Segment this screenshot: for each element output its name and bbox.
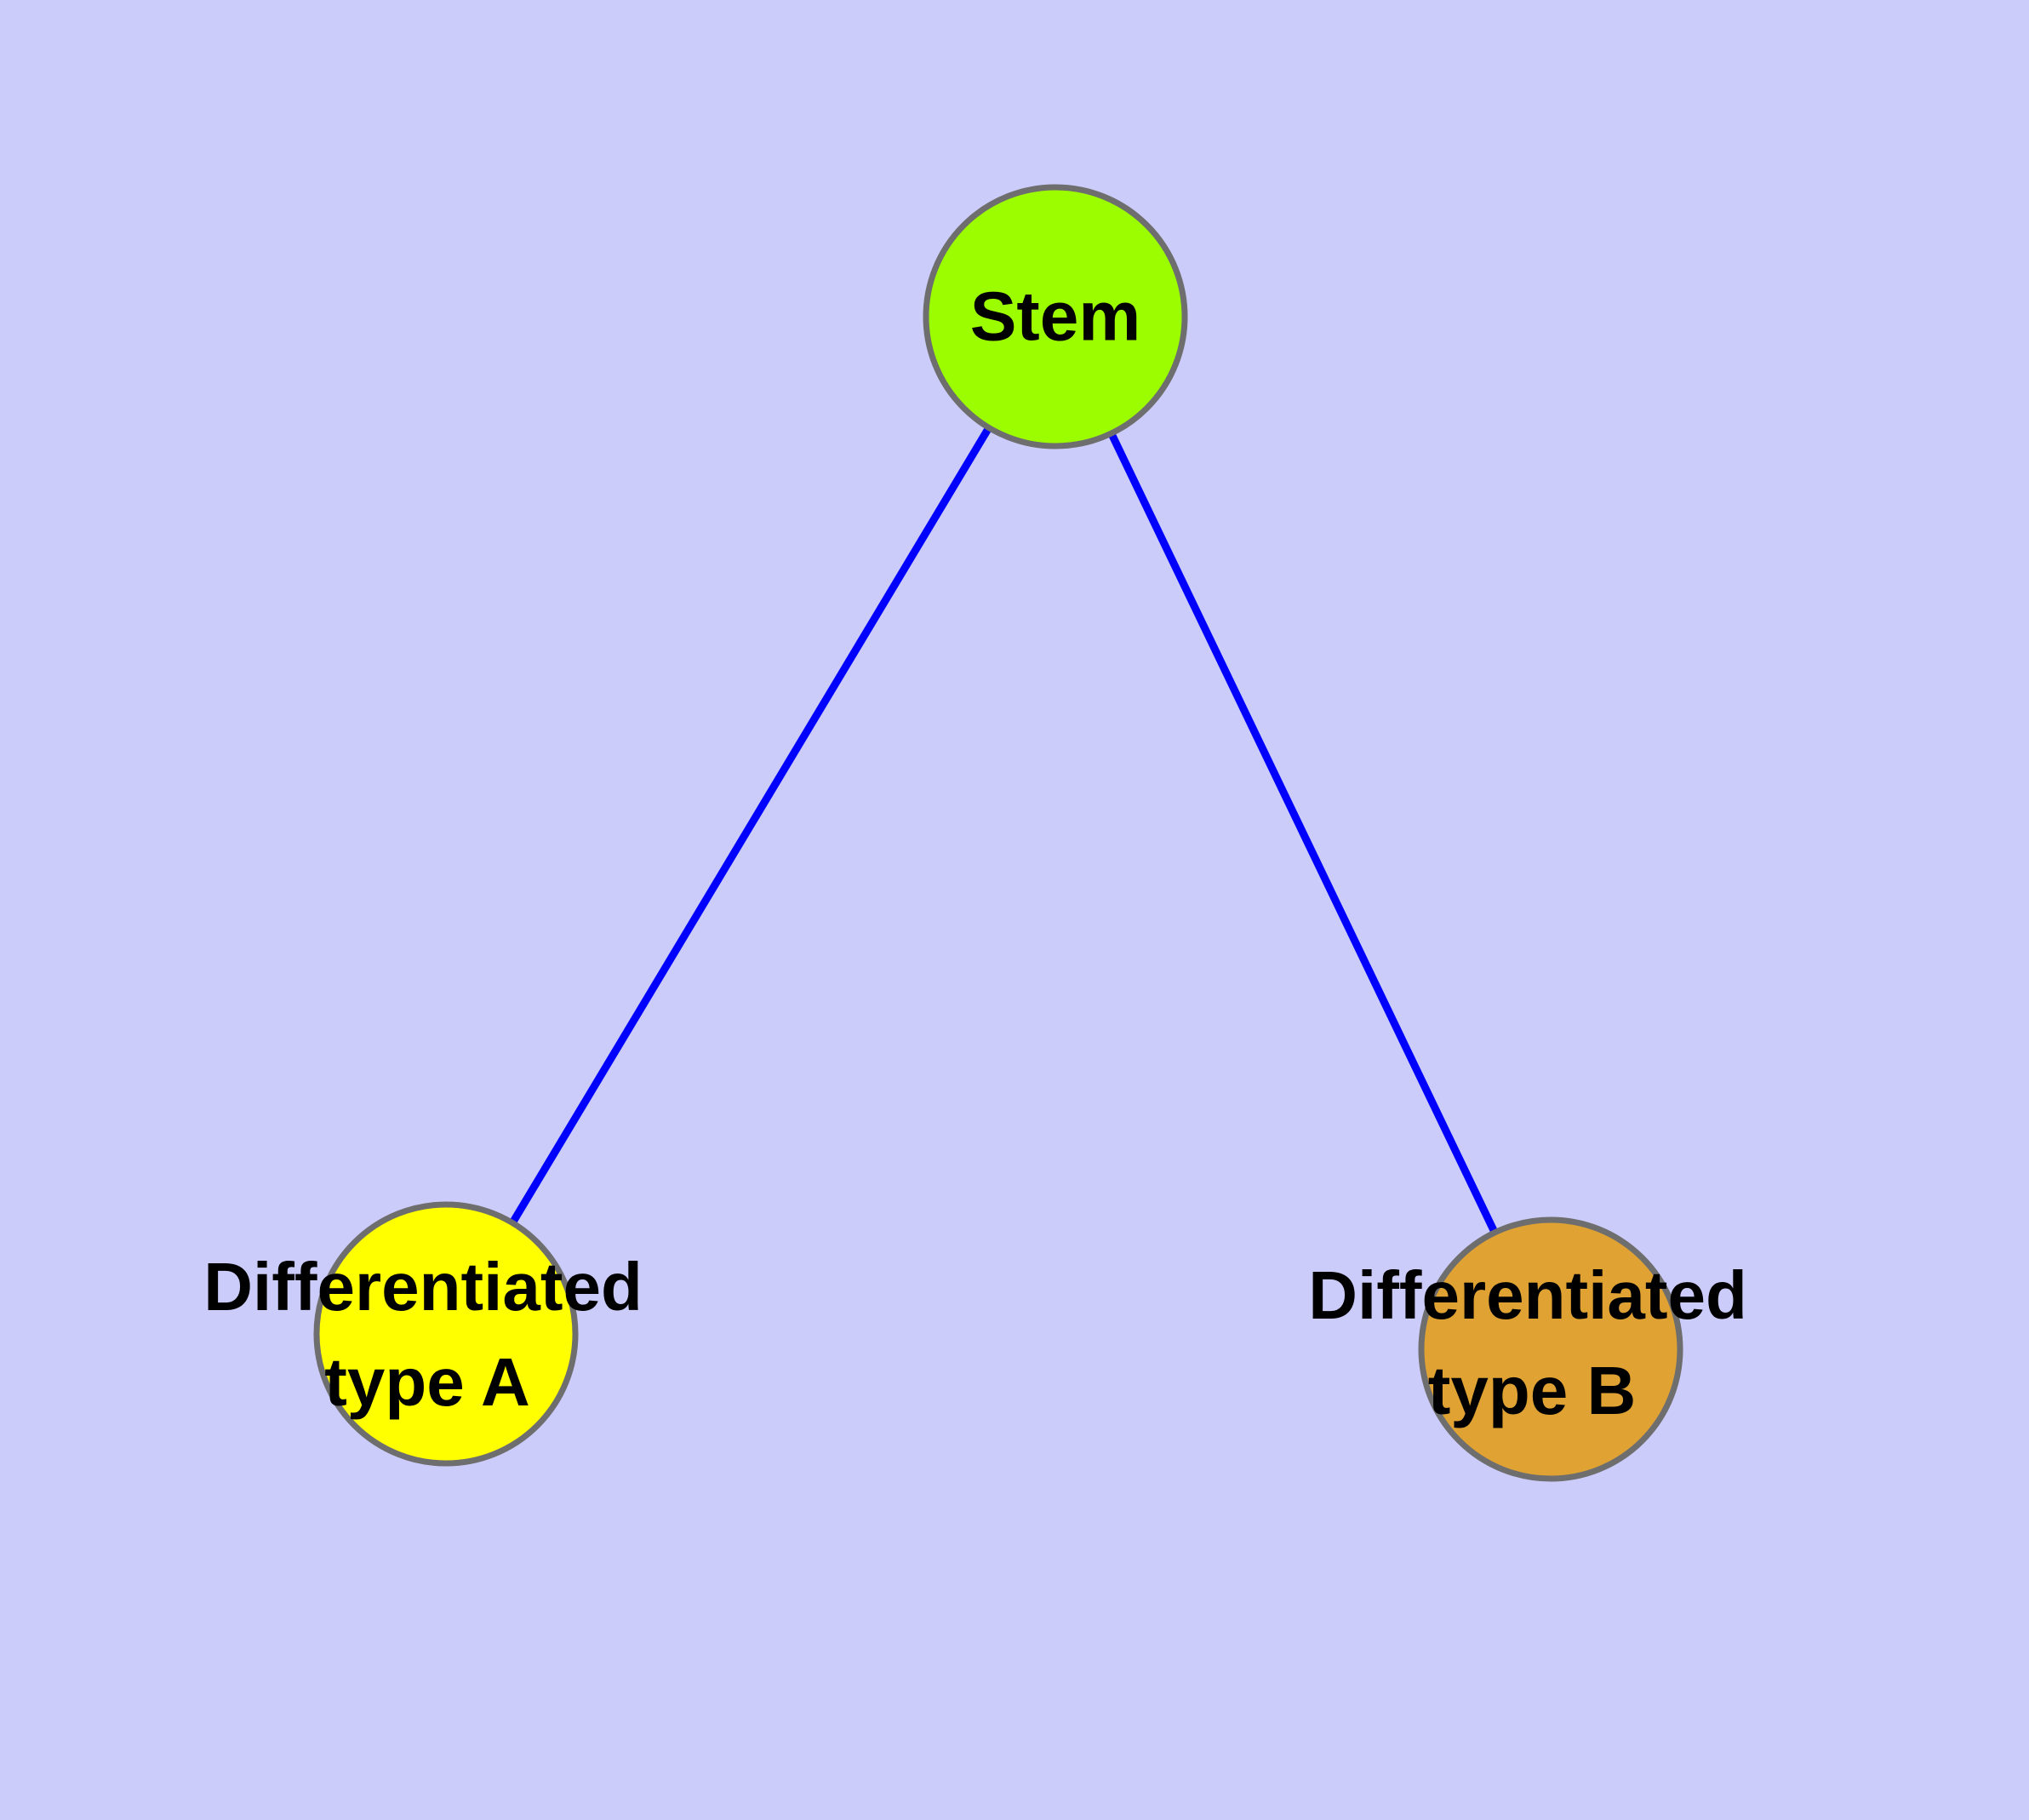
edge-stem-to-differentiated-type-b[interactable] <box>1051 315 1555 1351</box>
node-circle-differentiated-type-a[interactable] <box>313 1201 579 1467</box>
edge-layer <box>443 314 1555 1351</box>
node-label-differentiated-type-a-line2: type A <box>324 1344 530 1420</box>
node-differentiated-type-a[interactable] <box>313 1201 579 1467</box>
node-differentiated-type-b[interactable] <box>1418 1216 1683 1482</box>
node-label-differentiated-type-a-line1: Differentiated <box>203 1249 643 1325</box>
edge-stem-to-differentiated-type-a[interactable] <box>443 314 1059 1336</box>
node-label-differentiated-type-b-line2: type B <box>1428 1353 1637 1428</box>
node-layer <box>313 184 1683 1482</box>
node-circle-stem[interactable] <box>923 184 1188 449</box>
node-label-differentiated-type-b-line1: Differentiated <box>1308 1257 1747 1333</box>
label-layer: Stem Differentiated type A Differentiate… <box>203 278 1747 1428</box>
node-label-stem: Stem <box>970 278 1141 356</box>
node-circle-differentiated-type-b[interactable] <box>1418 1216 1683 1482</box>
node-stem[interactable] <box>923 184 1188 449</box>
